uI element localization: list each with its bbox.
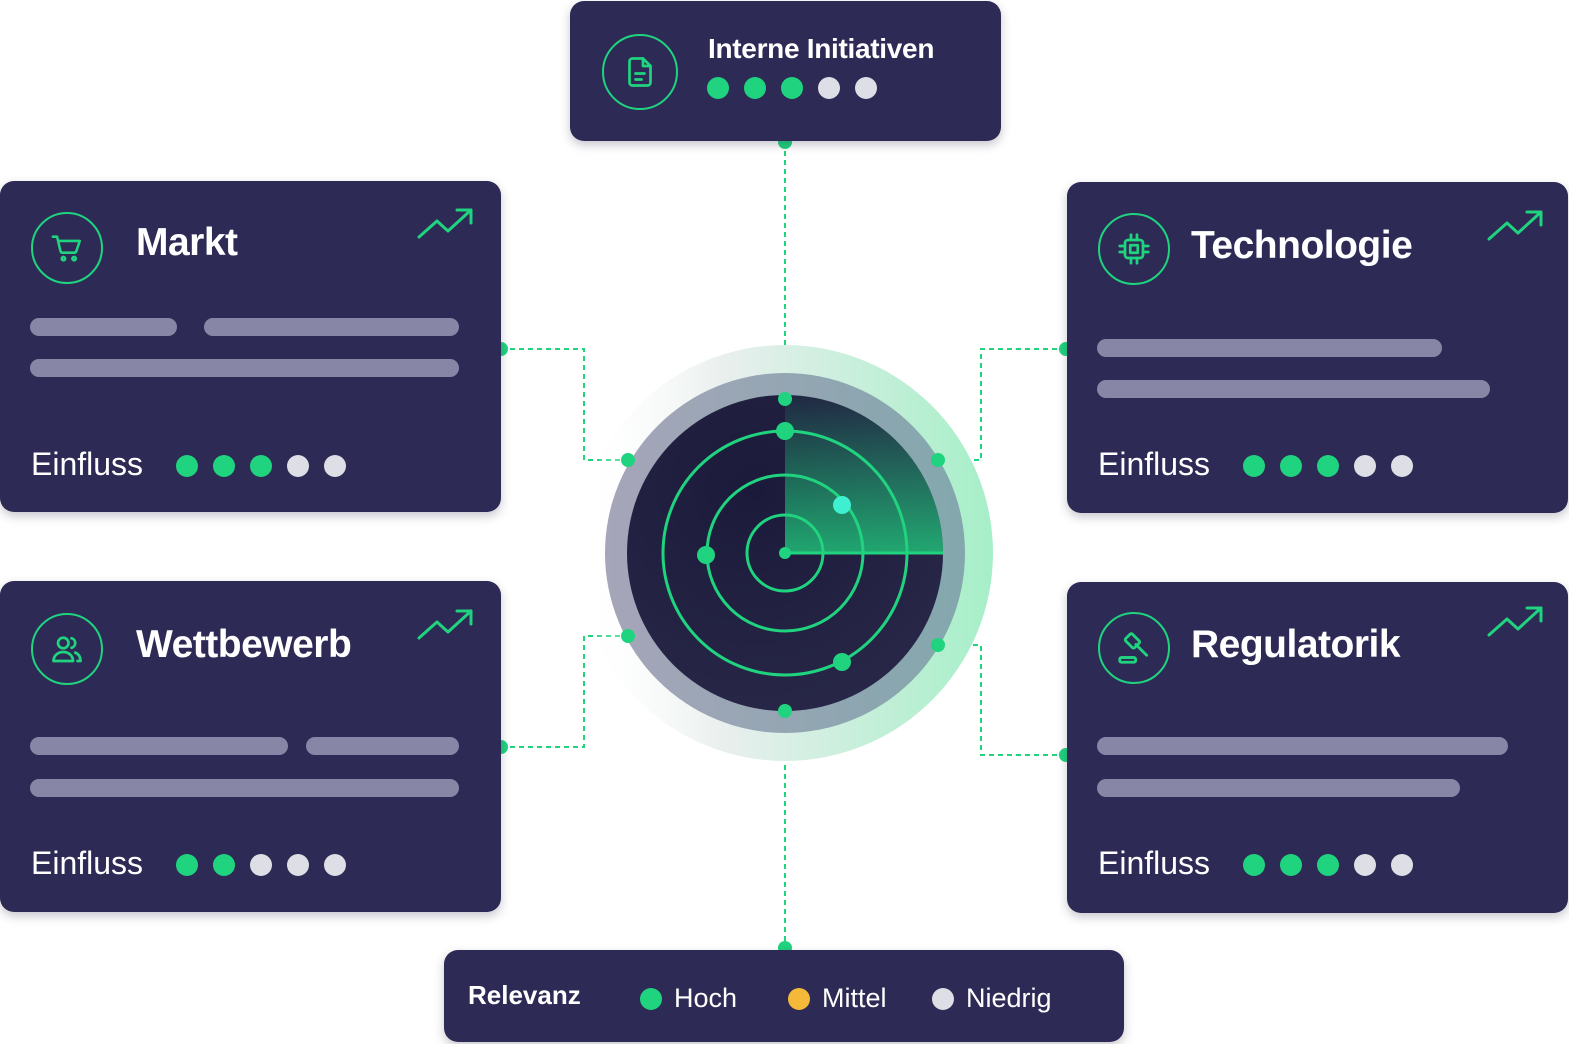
legend-item-niedrig: Niedrig bbox=[932, 983, 1052, 1014]
rating-dot-filled bbox=[213, 455, 235, 477]
radar-port bbox=[778, 392, 792, 406]
gavel-icon bbox=[1118, 632, 1149, 664]
rating-dot-filled bbox=[176, 854, 198, 876]
card-wettbewerb: Wettbewerb Einfluss bbox=[0, 581, 501, 912]
rating-dot-filled bbox=[707, 77, 729, 99]
rating-dot-empty bbox=[324, 455, 346, 477]
radar-blip bbox=[776, 422, 794, 440]
rating-dot-filled bbox=[1317, 455, 1339, 477]
card-regulatorik: Regulatorik Einfluss bbox=[1067, 582, 1568, 913]
trending-up-icon bbox=[417, 609, 473, 640]
radar-port bbox=[621, 453, 635, 467]
card-markt: Markt Einfluss bbox=[0, 181, 501, 512]
legend-item-hoch: Hoch bbox=[640, 983, 737, 1014]
rating-dot-filled bbox=[176, 455, 198, 477]
radar-blip bbox=[697, 546, 715, 564]
einfluss-label: Einfluss bbox=[1098, 446, 1211, 482]
document-icon bbox=[628, 57, 652, 87]
rating-dot-filled bbox=[1243, 854, 1265, 876]
rating-dot-filled bbox=[1280, 854, 1302, 876]
rating-dot-filled bbox=[250, 455, 272, 477]
radar-sweep bbox=[785, 395, 943, 553]
card-technologie: Technologie Einfluss bbox=[1067, 182, 1568, 513]
placeholder-bar bbox=[1097, 380, 1490, 398]
placeholder-bar bbox=[30, 318, 177, 336]
rating-dot-empty bbox=[855, 77, 877, 99]
legend-swatch bbox=[640, 987, 662, 1010]
rating-dot-empty bbox=[1354, 455, 1376, 477]
rating-dot-empty bbox=[818, 77, 840, 99]
radar-port bbox=[931, 638, 945, 652]
rating-dot-filled bbox=[781, 77, 803, 99]
cpu-chip-icon-circle bbox=[1098, 213, 1170, 285]
card-interne-initiativen: Interne Initiativen bbox=[570, 1, 1001, 141]
rating-dots bbox=[176, 455, 346, 477]
einfluss-label: Einfluss bbox=[1098, 845, 1211, 881]
rating-dots bbox=[176, 854, 346, 876]
radar-port bbox=[778, 704, 792, 718]
gavel-icon-circle bbox=[1098, 612, 1170, 684]
shopping-cart-icon-circle bbox=[31, 212, 103, 284]
radar-blip bbox=[833, 653, 851, 671]
placeholder-bar bbox=[1097, 737, 1508, 755]
card-title-regulatorik: Regulatorik bbox=[1191, 623, 1401, 666]
cpu-chip-icon bbox=[1118, 233, 1150, 265]
card-title-interne-initiativen: Interne Initiativen bbox=[708, 33, 935, 64]
rating-dot-empty bbox=[287, 854, 309, 876]
rating-dot-empty bbox=[1391, 455, 1413, 477]
placeholder-bar bbox=[30, 737, 288, 755]
radar-port bbox=[931, 453, 945, 467]
rating-dot-empty bbox=[324, 854, 346, 876]
radar-icon bbox=[577, 345, 993, 761]
rating-dots bbox=[707, 77, 877, 99]
legend-card: Relevanz Hoch Mittel Niedrig bbox=[444, 950, 1124, 1042]
radar-blip-highlight bbox=[833, 496, 851, 514]
trending-up-icon bbox=[1487, 210, 1543, 241]
card-title-wettbewerb: Wettbewerb bbox=[136, 623, 352, 666]
users-icon bbox=[52, 636, 82, 663]
legend-item-mittel: Mittel bbox=[788, 983, 887, 1014]
card-title-technologie: Technologie bbox=[1191, 224, 1413, 267]
placeholder-bar bbox=[30, 779, 459, 797]
legend-swatch bbox=[788, 987, 810, 1010]
placeholder-bar bbox=[1097, 779, 1460, 797]
radar-port bbox=[621, 629, 635, 643]
rating-dot-empty bbox=[1391, 854, 1413, 876]
rating-dot-empty bbox=[287, 455, 309, 477]
placeholder-bar bbox=[30, 359, 459, 377]
trending-up-icon bbox=[417, 208, 473, 239]
document-icon-circle bbox=[602, 34, 678, 110]
rating-dots bbox=[1243, 455, 1413, 477]
einfluss-label: Einfluss bbox=[31, 446, 144, 482]
legend-label: Hoch bbox=[674, 983, 738, 1013]
rating-dot-filled bbox=[1317, 854, 1339, 876]
shopping-cart-icon bbox=[51, 235, 82, 262]
placeholder-bar bbox=[1097, 339, 1442, 357]
trending-up-icon bbox=[1487, 606, 1543, 637]
rating-dot-filled bbox=[744, 77, 766, 99]
rating-dot-empty bbox=[250, 854, 272, 876]
einfluss-label: Einfluss bbox=[31, 845, 144, 881]
placeholder-bar bbox=[204, 318, 459, 336]
card-title-markt: Markt bbox=[136, 221, 238, 264]
placeholder-bar bbox=[306, 737, 459, 755]
rating-dot-empty bbox=[1354, 854, 1376, 876]
legend-title: Relevanz bbox=[468, 980, 581, 1010]
legend-label: Mittel bbox=[822, 983, 887, 1013]
users-icon-circle bbox=[31, 613, 103, 685]
rating-dot-filled bbox=[213, 854, 235, 876]
radar-center bbox=[779, 547, 791, 559]
rating-dot-filled bbox=[1280, 455, 1302, 477]
rating-dot-filled bbox=[1243, 455, 1265, 477]
legend-swatch bbox=[932, 987, 954, 1010]
rating-dots bbox=[1243, 854, 1413, 876]
legend-label: Niedrig bbox=[966, 983, 1052, 1013]
